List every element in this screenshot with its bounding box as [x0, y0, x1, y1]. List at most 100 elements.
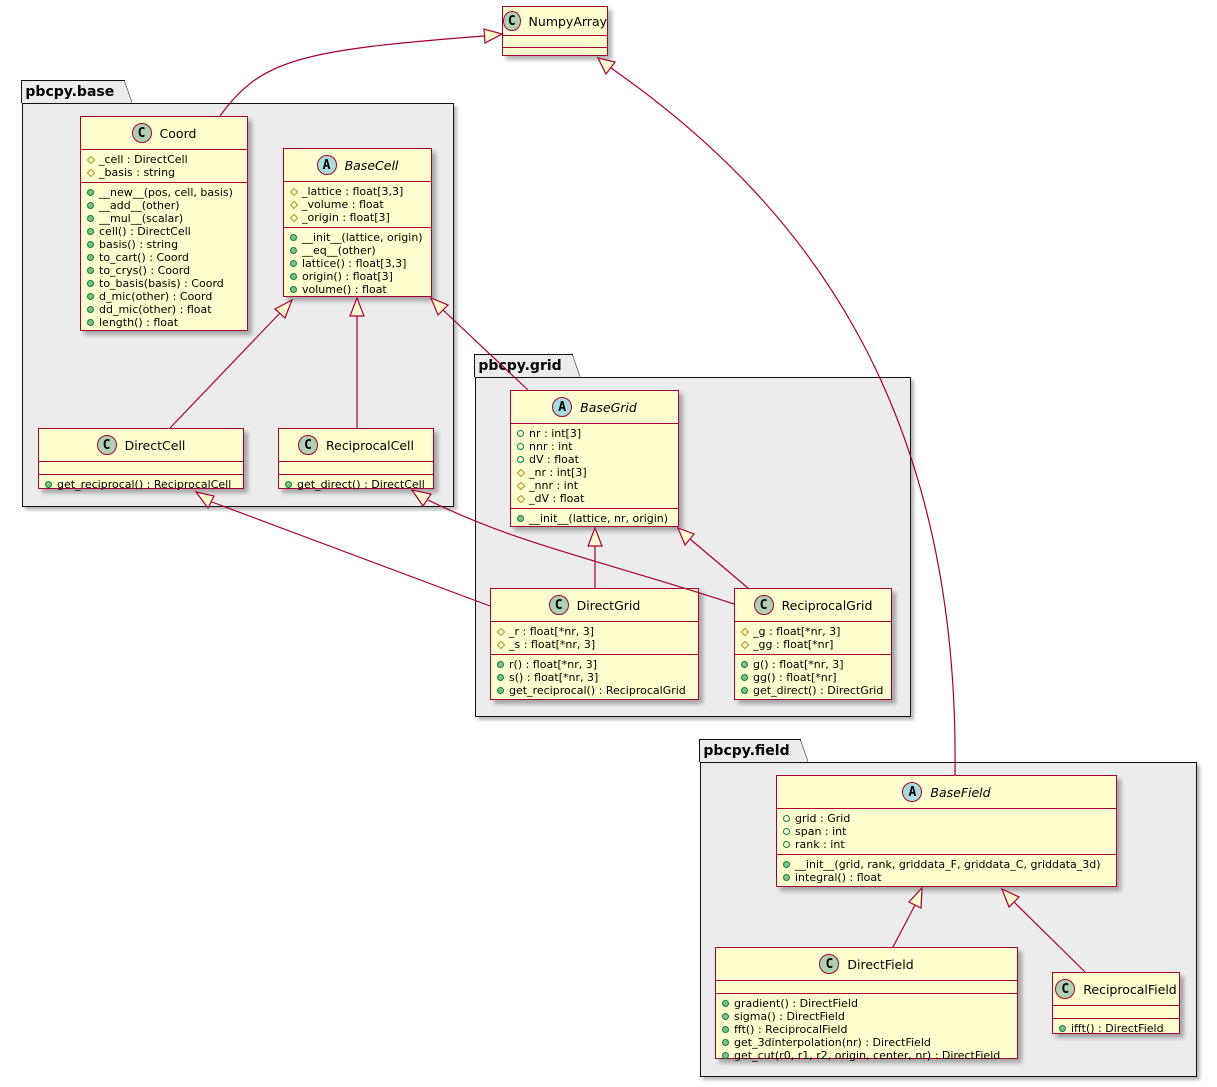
- public-method-icon: [1059, 1025, 1071, 1032]
- method-row: get_reciprocal() : ReciprocalGrid: [497, 684, 698, 697]
- visibility-marker: [783, 861, 790, 868]
- methods-section: __init__(lattice, origin)__eq__(other)la…: [284, 227, 431, 299]
- method-row: gg() : float[*nr]: [741, 671, 891, 684]
- method-row: ifft() : DirectField: [1059, 1022, 1179, 1035]
- visibility-marker: [740, 627, 750, 636]
- method-text: lattice() : float[3,3]: [302, 257, 407, 270]
- field-text: _r : float[*nr, 3]: [509, 625, 595, 638]
- visibility-marker: [722, 1000, 729, 1007]
- abstract-class-icon: A: [552, 397, 573, 417]
- field-text: _s : float[*nr, 3]: [509, 638, 596, 651]
- method-text: __init__(grid, rank, griddata_F, griddat…: [795, 858, 1101, 871]
- protected-visibility-icon: [496, 640, 509, 649]
- field-row: grid : Grid: [783, 812, 1116, 825]
- public-method-icon: [87, 306, 99, 313]
- fields-section: _g : float[*nr, 3]_gg : float[*nr]: [735, 621, 891, 654]
- visibility-marker: [289, 213, 299, 222]
- public-method-icon: [497, 661, 509, 668]
- visibility-marker: [87, 319, 94, 326]
- public-method-icon: [87, 228, 99, 235]
- class-icon: C: [819, 954, 840, 974]
- field-row: dV : float: [517, 453, 678, 466]
- public-method-icon: [722, 1026, 734, 1033]
- class-name: BaseCell: [344, 157, 399, 173]
- protected-visibility-icon: [289, 200, 302, 209]
- fields-section: [279, 461, 433, 474]
- method-text: get_direct() : DirectGrid: [753, 684, 884, 697]
- method-text: g() : float[*nr, 3]: [753, 658, 844, 671]
- public-method-icon: [87, 280, 99, 287]
- class-icon: C: [753, 595, 774, 615]
- method-row: __mul__(scalar): [87, 212, 247, 225]
- class-header: A BaseGrid: [511, 391, 678, 423]
- method-text: d_mic(other) : Coord: [99, 290, 213, 303]
- protected-visibility-icon: [516, 481, 529, 490]
- visibility-marker: [783, 874, 790, 881]
- visibility-marker: [497, 674, 504, 681]
- fields-section: _lattice : float[3,3]_volume : float_ori…: [284, 181, 431, 227]
- visibility-marker: [290, 247, 297, 254]
- visibility-marker: [289, 200, 299, 209]
- public-field-icon: [517, 443, 529, 450]
- method-row: sigma() : DirectField: [722, 1010, 1017, 1023]
- field-row: nnr : int: [517, 440, 678, 453]
- method-row: __init__(lattice, origin): [290, 231, 431, 244]
- method-text: __eq__(other): [302, 244, 376, 257]
- methods-section: get_reciprocal() : ReciprocalCell: [39, 474, 243, 494]
- field-row: _gg : float[*nr]: [740, 638, 891, 651]
- public-field-icon: [783, 815, 795, 822]
- public-method-icon: [87, 319, 99, 326]
- visibility-marker: [741, 661, 748, 668]
- field-row: _nnr : int: [516, 479, 678, 492]
- public-method-icon: [290, 234, 302, 241]
- method-row: __init__(grid, rank, griddata_F, griddat…: [783, 858, 1116, 871]
- method-row: s() : float[*nr, 3]: [497, 671, 698, 684]
- method-row: cell() : DirectCell: [87, 225, 247, 238]
- public-method-icon: [741, 687, 753, 694]
- package-label: pbcpy.grid: [474, 354, 580, 377]
- field-row: _volume : float: [289, 198, 431, 211]
- fields-section: [39, 461, 243, 474]
- field-row: _lattice : float[3,3]: [289, 185, 431, 198]
- class-icon: C: [503, 11, 521, 31]
- field-text: _nnr : int: [529, 479, 579, 492]
- public-method-icon: [87, 241, 99, 248]
- method-text: gradient() : DirectField: [734, 997, 858, 1010]
- fields-section: [716, 980, 1017, 993]
- class-name: BaseGrid: [580, 399, 637, 415]
- method-row: lattice() : float[3,3]: [290, 257, 431, 270]
- field-text: _lattice : float[3,3]: [302, 185, 404, 198]
- visibility-marker: [87, 293, 94, 300]
- methods-section: g() : float[*nr, 3]gg() : float[*nr]get_…: [735, 654, 891, 700]
- visibility-marker: [290, 260, 297, 267]
- public-method-icon: [290, 286, 302, 293]
- field-row: rank : int: [783, 838, 1116, 851]
- class-name: ReciprocalField: [1083, 981, 1177, 997]
- field-text: _g : float[*nr, 3]: [753, 625, 841, 638]
- class-name: Coord: [159, 125, 197, 141]
- field-text: grid : Grid: [795, 812, 851, 825]
- method-row: to_crys() : Coord: [87, 264, 247, 277]
- method-row: dd_mic(other) : float: [87, 303, 247, 316]
- method-text: get_reciprocal() : ReciprocalCell: [57, 478, 232, 491]
- public-field-icon: [517, 430, 529, 437]
- method-row: basis() : string: [87, 238, 247, 251]
- method-text: to_crys() : Coord: [99, 264, 191, 277]
- public-method-icon: [290, 247, 302, 254]
